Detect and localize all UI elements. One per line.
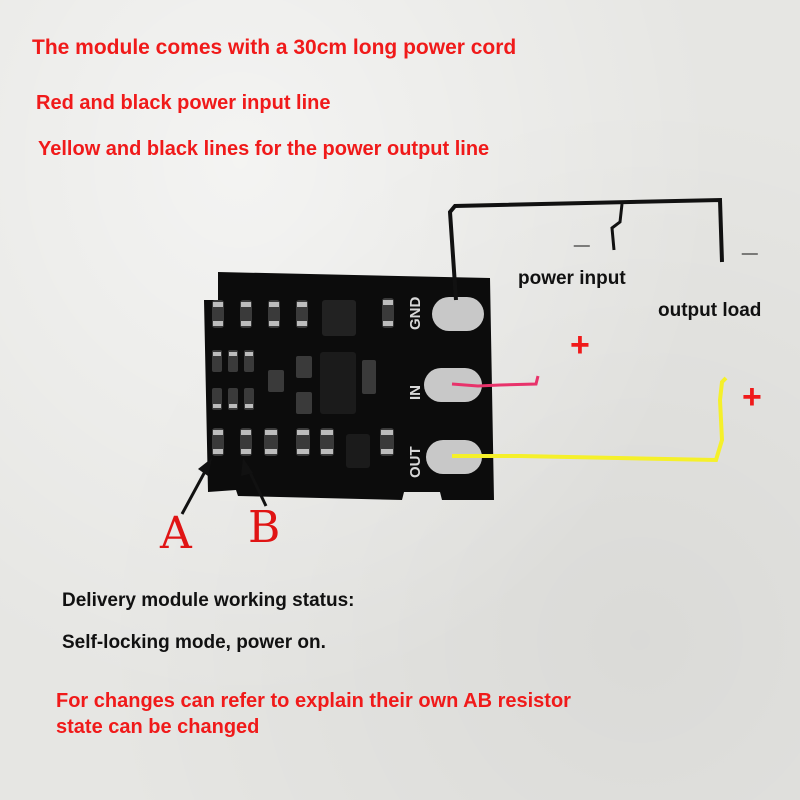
status-mode: Self-locking mode, power on.: [62, 632, 326, 653]
arrow-b-head: [241, 458, 253, 476]
output-plus-sign: +: [742, 378, 762, 416]
input-minus-branch: [610, 203, 624, 251]
red-input-wire: [451, 375, 540, 388]
arrow-a-head: [198, 458, 212, 476]
heading-line-1: The module comes with a 30cm long power …: [32, 36, 517, 59]
output-load-label: output load: [658, 300, 762, 321]
resistor-marker-a: A: [160, 508, 192, 559]
input-minus-sign: _: [574, 218, 590, 249]
solder-joints: [213, 300, 393, 454]
input-plus-sign: +: [570, 326, 590, 364]
heading-line-3: Yellow and black lines for the power out…: [38, 138, 490, 160]
yellow-output-wire: [452, 376, 728, 463]
heading-line-2: Red and black power input line: [36, 92, 331, 114]
footer-line-1: For changes can refer to explain their o…: [56, 690, 571, 712]
pin-label-in: IN: [407, 385, 424, 400]
power-input-label: power input: [518, 268, 626, 289]
status-title: Delivery module working status:: [62, 590, 355, 611]
gnd-pad: [432, 297, 484, 331]
pin-label-out: OUT: [407, 446, 424, 478]
output-minus-sign: _: [742, 226, 758, 257]
arrow-a: [180, 465, 210, 515]
resistor-marker-b: B: [248, 502, 281, 553]
pin-label-gnd: GND: [407, 297, 424, 331]
gnd-black-wire: [447, 197, 724, 301]
footer-line-2: state can be changed: [56, 716, 260, 738]
